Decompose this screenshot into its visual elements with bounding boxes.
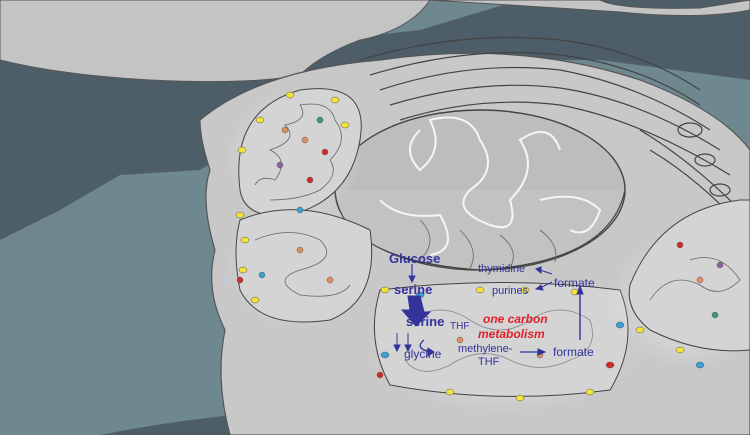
- label-serine-mito: serine: [406, 314, 445, 329]
- label-thf: THF: [450, 321, 470, 332]
- label-thymidine: thymidine: [478, 263, 526, 275]
- label-one-carbon: one carbon: [483, 312, 548, 326]
- label-formate-mito: formate: [553, 345, 594, 359]
- pathway-arrows: [393, 264, 584, 357]
- nucleus-folds: [419, 219, 557, 269]
- dark-shadow: [0, 0, 750, 240]
- label-serine-cytosol: serine: [394, 282, 433, 297]
- label-methylene-thf: THF: [478, 356, 500, 368]
- label-methylene: methylene-: [458, 343, 513, 355]
- metabolite-dots: [235, 91, 724, 402]
- label-formate-cytosol: formate: [554, 276, 595, 290]
- mitochondrion-bottom-center: [365, 275, 645, 415]
- top-cell-right: [429, 0, 750, 17]
- label-glucose: Glucose: [389, 251, 441, 266]
- mitochondrion-right: [610, 199, 750, 370]
- label-metabolism: metabolism: [478, 327, 545, 341]
- thick-arrow: [400, 295, 432, 327]
- label-glycine: glycine: [404, 347, 442, 361]
- chromatin: [379, 116, 602, 256]
- label-purines: purines: [492, 285, 529, 297]
- mitochondrion-middle-left: [225, 200, 375, 330]
